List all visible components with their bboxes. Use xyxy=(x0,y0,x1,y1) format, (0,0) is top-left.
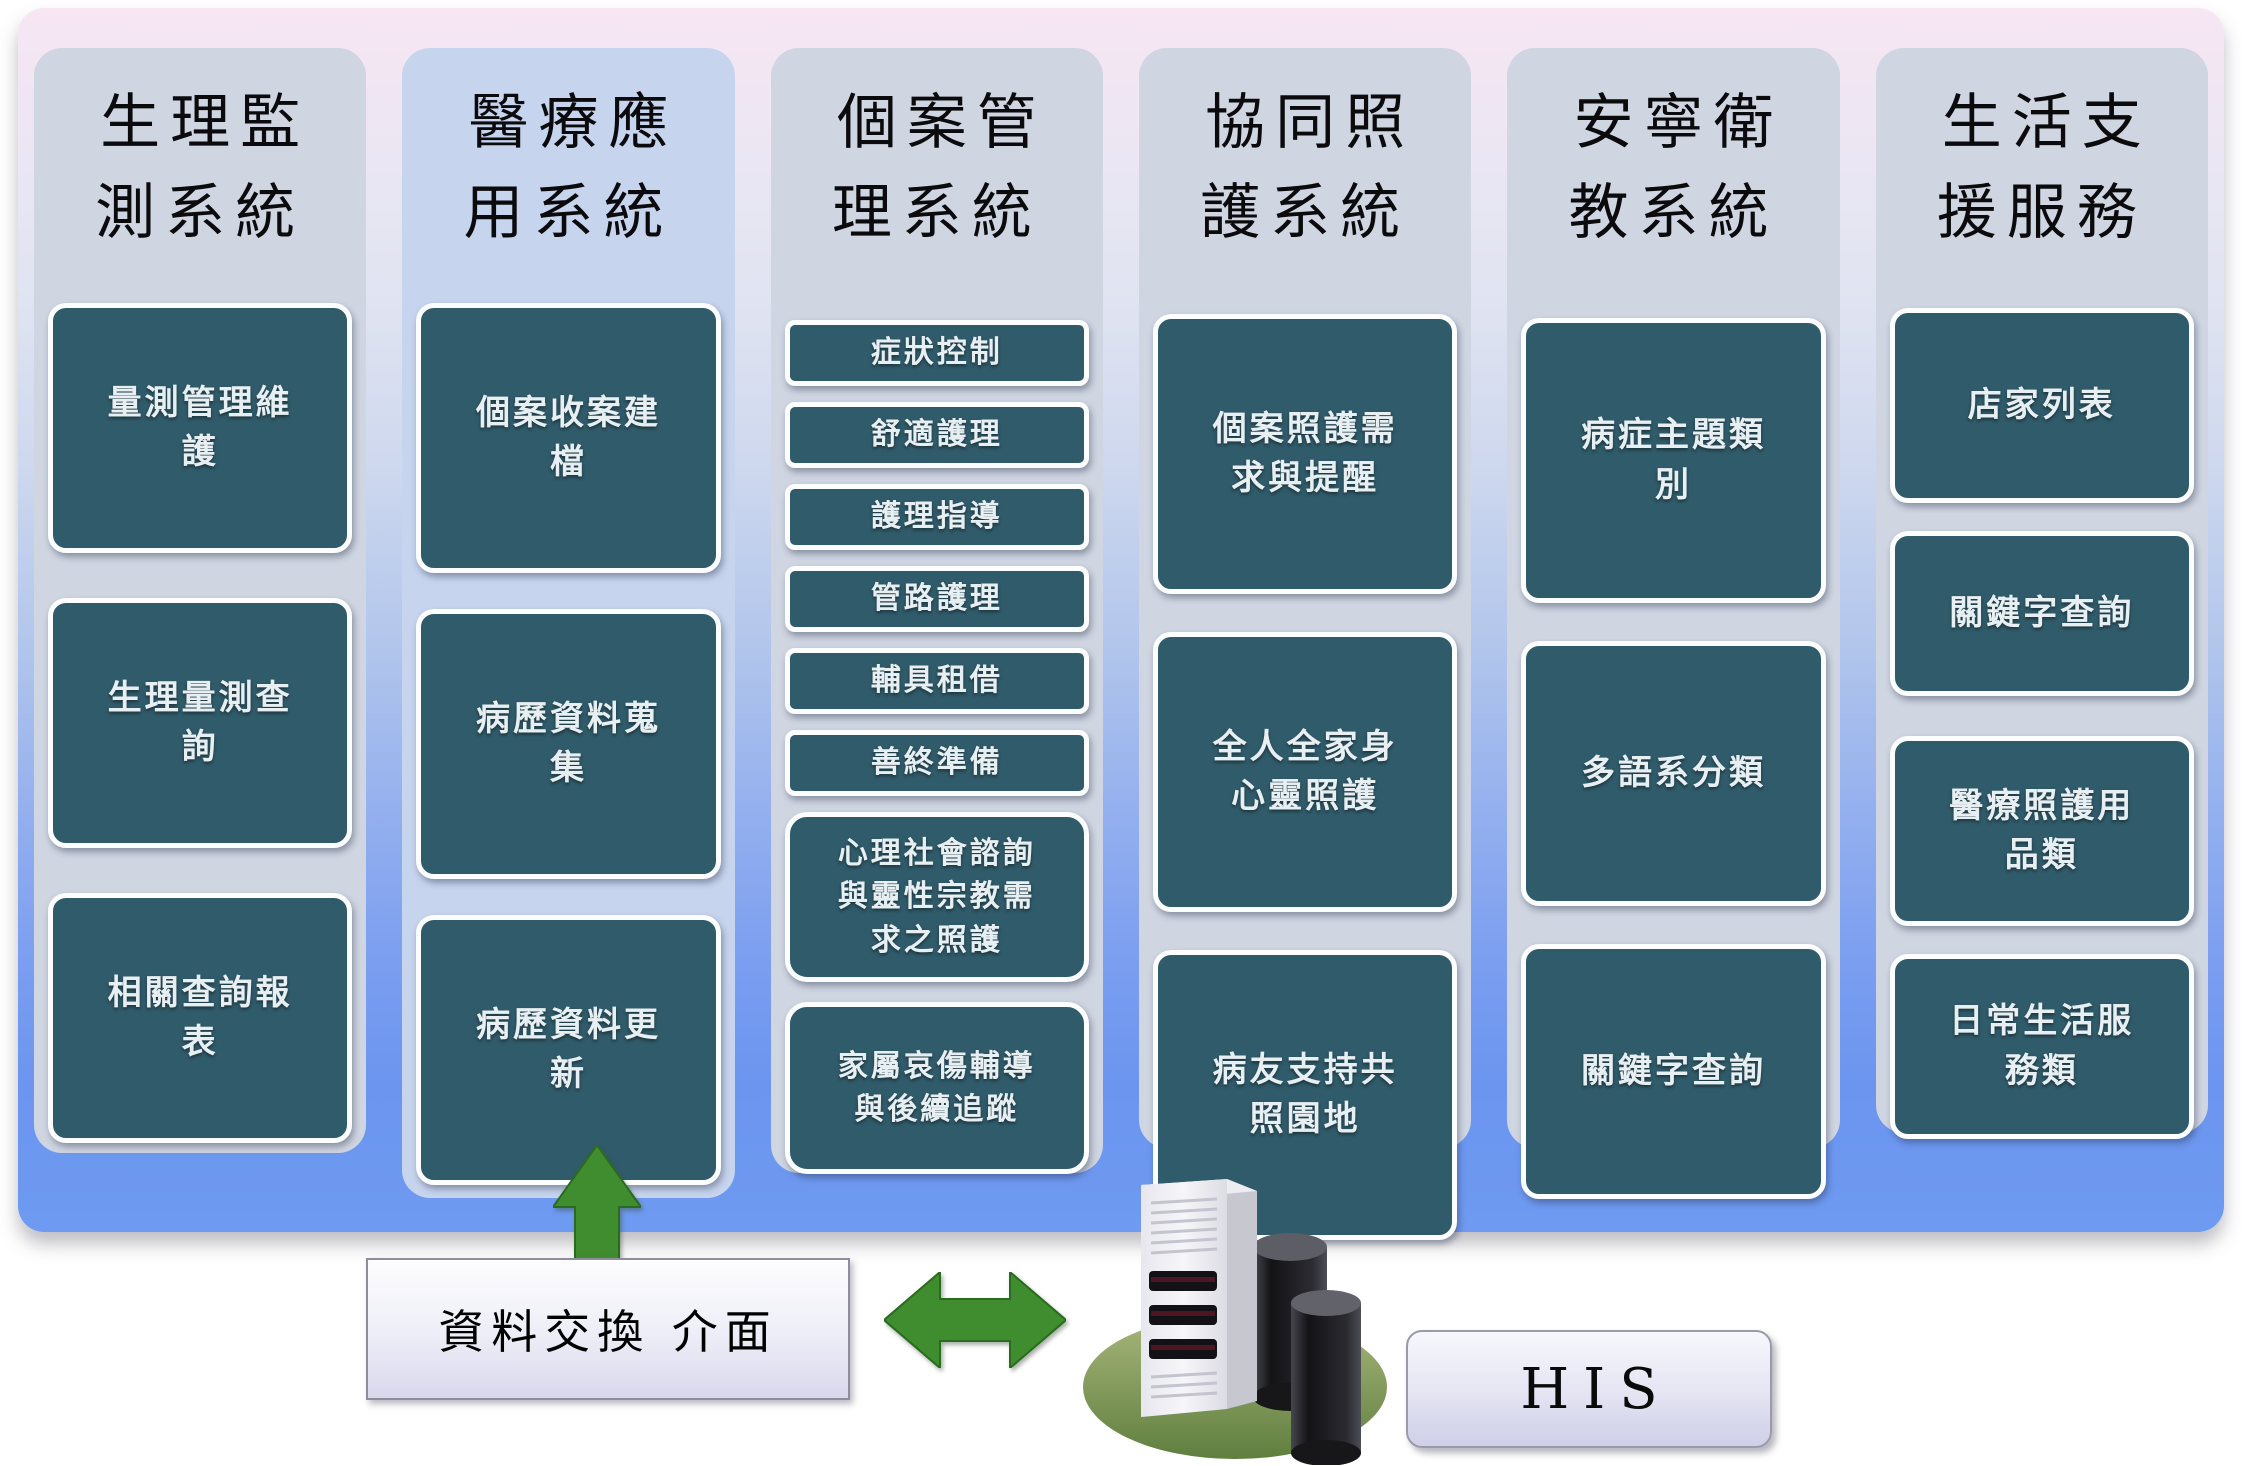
column-boxes: 量測管理維 護 生理量測查 詢 相關查詢報 表 xyxy=(48,303,353,1143)
column-title: 安寧衛 教系統 xyxy=(1568,88,1784,248)
feature-box: 日常生活服 務類 xyxy=(1889,954,2194,1139)
feature-box: 輔具租借 xyxy=(784,648,1089,714)
feature-box: 病歷資料蒐 集 xyxy=(416,609,721,879)
feature-box: 全人全家身 心靈照護 xyxy=(1152,632,1458,912)
column-title: 醫療應 用系統 xyxy=(463,88,679,248)
feature-box: 護理指導 xyxy=(784,484,1089,550)
feature-box: 病友支持共 照園地 xyxy=(1152,950,1458,1240)
feature-box: 量測管理維 護 xyxy=(48,303,353,553)
feature-box: 相關查詢報 表 xyxy=(48,893,353,1143)
horizontal-double-arrow xyxy=(884,1272,1066,1368)
feature-box: 店家列表 xyxy=(1889,308,2194,503)
column-boxes: 症狀控制 舒適護理 護理指導 管路護理 輔具租借 善終準備 心理社會諮詢 與靈性… xyxy=(784,320,1089,1174)
column-title: 個案管 理系統 xyxy=(831,88,1047,248)
column-collaborative-care: 協同照 護系統 個案照護需 求與提醒 全人全家身 心靈照護 病友支持共 照園地 xyxy=(1138,48,1472,1240)
column-boxes: 店家列表 關鍵字查詢 醫療照護用 品類 日常生活服 務類 xyxy=(1889,308,2194,1139)
column-boxes: 個案收案建 檔 病歷資料蒐 集 病歷資料更 新 xyxy=(416,303,721,1185)
feature-box: 舒適護理 xyxy=(784,402,1089,468)
column-case-management: 個案管 理系統 症狀控制 舒適護理 護理指導 管路護理 輔具租借 善終準備 心理… xyxy=(770,48,1103,1174)
column-life-support: 生活支 援服務 店家列表 關鍵字查詢 醫療照護用 品類 日常生活服 務類 xyxy=(1875,48,2208,1139)
feature-box: 心理社會諮詢 與靈性宗教需 求之照護 xyxy=(784,812,1089,982)
database-cylinder-front xyxy=(1291,1290,1361,1465)
server-tower xyxy=(1141,1179,1257,1417)
feature-box: 多語系分類 xyxy=(1521,641,1826,906)
feature-box: 關鍵字查詢 xyxy=(1521,944,1826,1199)
feature-box: 醫療照護用 品類 xyxy=(1889,736,2194,926)
column-physiological-monitoring: 生理監 測系統 量測管理維 護 生理量測查 詢 相關查詢報 表 xyxy=(34,48,367,1153)
data-exchange-interface-label: 資料交換 介面 xyxy=(438,1305,778,1359)
system-columns-row: 生理監 測系統 量測管理維 護 生理量測查 詢 相關查詢報 表 醫療應 用系統 … xyxy=(34,48,2208,1240)
column-medical-application: 醫療應 用系統 個案收案建 檔 病歷資料蒐 集 病歷資料更 新 xyxy=(402,48,735,1198)
feature-box: 病歷資料更 新 xyxy=(416,915,721,1185)
feature-box: 管路護理 xyxy=(784,566,1089,632)
server-database-icon xyxy=(1083,1179,1387,1465)
data-exchange-interface-box: 資料交換 介面 xyxy=(366,1258,850,1400)
feature-box: 關鍵字查詢 xyxy=(1889,531,2194,696)
column-boxes: 個案照護需 求與提醒 全人全家身 心靈照護 病友支持共 照園地 xyxy=(1152,314,1458,1240)
feature-box: 善終準備 xyxy=(784,730,1089,796)
his-box: HIS xyxy=(1406,1330,1772,1448)
feature-box: 個案收案建 檔 xyxy=(416,303,721,573)
main-gradient-panel xyxy=(18,8,2224,1232)
feature-box: 生理量測查 詢 xyxy=(48,598,353,848)
column-title: 協同照 護系統 xyxy=(1200,88,1416,248)
feature-box: 家屬哀傷輔導 與後續追蹤 xyxy=(784,1002,1089,1174)
his-label: HIS xyxy=(1520,1356,1672,1422)
column-boxes: 病症主題類 別 多語系分類 關鍵字查詢 xyxy=(1521,318,1826,1199)
column-title: 生活支 援服務 xyxy=(1936,88,2152,248)
server-drive-slots xyxy=(1149,1271,1217,1359)
column-title: 生理監 測系統 xyxy=(95,88,311,248)
feature-box: 症狀控制 xyxy=(784,320,1089,386)
feature-box: 個案照護需 求與提醒 xyxy=(1152,314,1458,594)
feature-box: 病症主題類 別 xyxy=(1521,318,1826,603)
column-hospice-education: 安寧衛 教系統 病症主題類 別 多語系分類 關鍵字查詢 xyxy=(1507,48,1840,1199)
